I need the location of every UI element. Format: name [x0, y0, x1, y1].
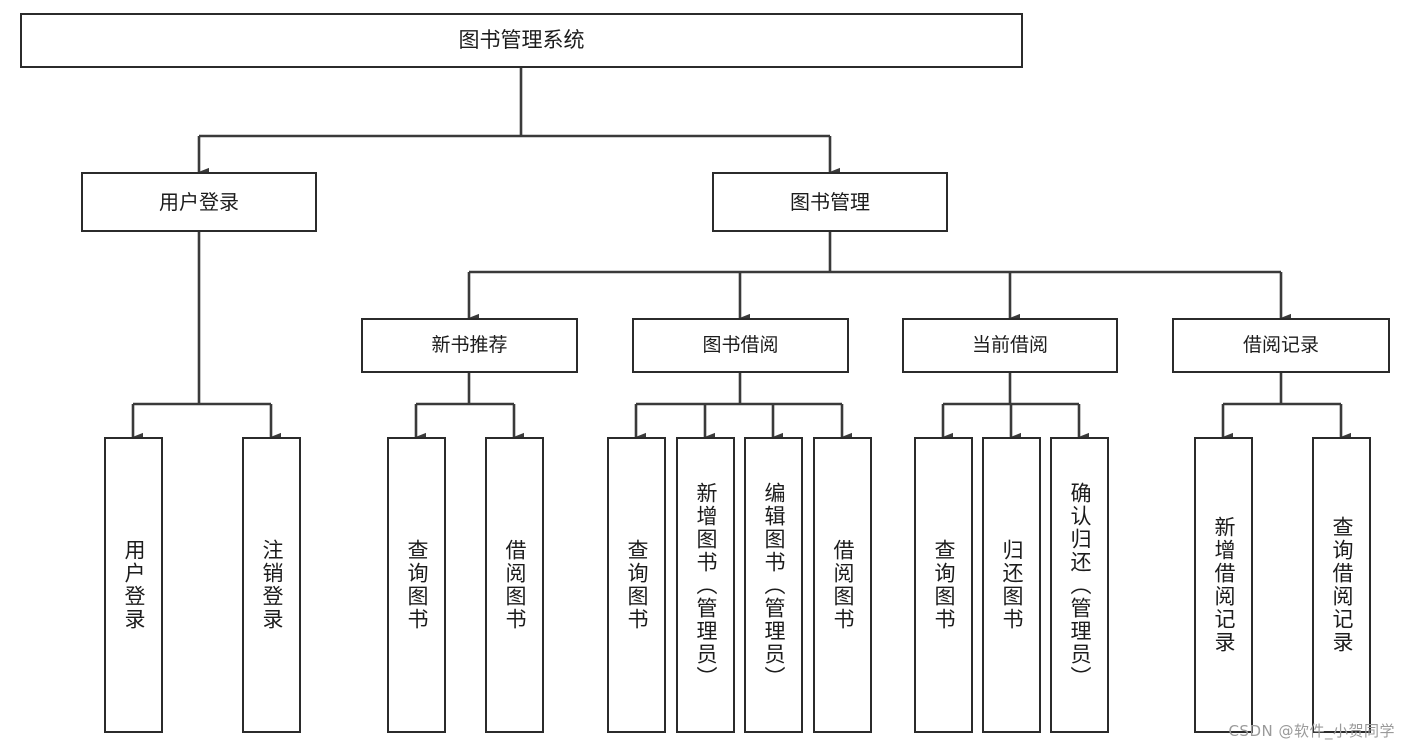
connector-layer: [131, 68, 1351, 442]
node-leaf-add-book-label: 新增图书（管理员）: [694, 481, 718, 689]
node-leaf-borrow-book-1[interactable]: 借阅图书: [485, 437, 544, 733]
watermark-label: CSDN @软件_小贺同学: [1228, 722, 1395, 740]
node-level2-current-borrow-label: 当前借阅: [971, 333, 1048, 356]
node-leaf-query-book-3-label: 查询图书: [932, 539, 956, 631]
node-leaf-query-book-3[interactable]: 查询图书: [914, 437, 973, 733]
node-leaf-query-record-label: 查询借阅记录: [1330, 516, 1354, 654]
node-leaf-borrow-book-2[interactable]: 借阅图书: [813, 437, 872, 733]
node-level1-book-manage[interactable]: 图书管理: [712, 172, 948, 232]
node-leaf-query-record[interactable]: 查询借阅记录: [1312, 437, 1371, 733]
node-level2-book-borrow-label: 图书借阅: [702, 333, 779, 356]
node-leaf-query-book-2-label: 查询图书: [625, 539, 649, 631]
node-leaf-return-book[interactable]: 归还图书: [982, 437, 1041, 733]
node-leaf-query-book-2[interactable]: 查询图书: [607, 437, 666, 733]
node-level1-book-manage-label: 图书管理: [790, 189, 870, 214]
node-root-system-label: 图书管理系统: [458, 27, 585, 52]
node-level1-user-login[interactable]: 用户登录: [81, 172, 317, 232]
node-level2-borrow-record[interactable]: 借阅记录: [1172, 318, 1390, 373]
node-leaf-user-login-label: 用户登录: [122, 539, 146, 631]
node-level2-new-book-rec-label: 新书推荐: [431, 333, 508, 356]
node-leaf-add-record-label: 新增借阅记录: [1212, 516, 1236, 654]
node-leaf-confirm-return[interactable]: 确认归还（管理员）: [1050, 437, 1109, 733]
node-level2-book-borrow[interactable]: 图书借阅: [632, 318, 849, 373]
node-level2-borrow-record-label: 借阅记录: [1242, 333, 1319, 356]
node-level2-new-book-rec[interactable]: 新书推荐: [361, 318, 578, 373]
node-leaf-borrow-book-2-label: 借阅图书: [831, 539, 855, 631]
node-leaf-user-login[interactable]: 用户登录: [104, 437, 163, 733]
node-leaf-return-book-label: 归还图书: [1000, 539, 1024, 631]
node-leaf-add-record[interactable]: 新增借阅记录: [1194, 437, 1253, 733]
node-leaf-edit-book[interactable]: 编辑图书（管理员）: [744, 437, 803, 733]
node-level1-user-login-label: 用户登录: [159, 189, 239, 214]
node-level2-current-borrow[interactable]: 当前借阅: [902, 318, 1118, 373]
node-leaf-confirm-return-label: 确认归还（管理员）: [1068, 481, 1092, 689]
node-leaf-borrow-book-1-label: 借阅图书: [503, 539, 527, 631]
node-leaf-query-book-1-label: 查询图书: [405, 539, 429, 631]
node-leaf-add-book[interactable]: 新增图书（管理员）: [676, 437, 735, 733]
node-leaf-query-book-1[interactable]: 查询图书: [387, 437, 446, 733]
node-leaf-user-logout-label: 注销登录: [260, 539, 284, 631]
node-root-system[interactable]: 图书管理系统: [20, 13, 1023, 68]
node-leaf-user-logout[interactable]: 注销登录: [242, 437, 301, 733]
node-leaf-edit-book-label: 编辑图书（管理员）: [762, 481, 786, 689]
